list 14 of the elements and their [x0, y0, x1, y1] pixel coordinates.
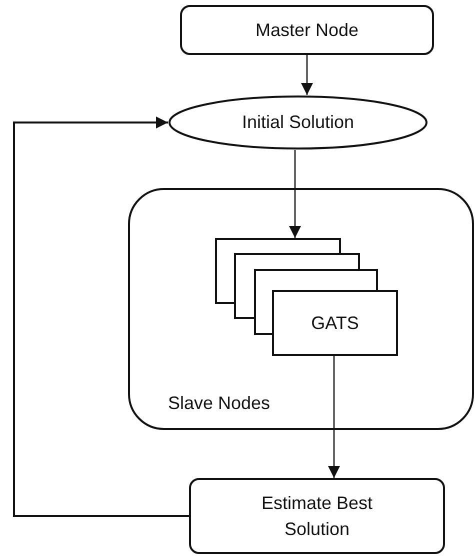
node-label: Slave Nodes	[168, 392, 270, 415]
start-ellipse	[168, 95, 428, 150]
arrow	[301, 55, 313, 95]
arrow	[289, 150, 301, 238]
group-container	[128, 188, 474, 430]
node-label: Master Node	[255, 18, 359, 42]
arrow	[328, 356, 340, 478]
node-label: Estimate Best Solution	[260, 492, 374, 541]
arrow	[13, 116, 189, 517]
process-box	[189, 478, 445, 554]
node-label: Initial Solution	[242, 111, 354, 134]
stacked-cards	[215, 238, 398, 356]
process-box	[180, 5, 434, 55]
node-label: GATS	[310, 312, 360, 335]
